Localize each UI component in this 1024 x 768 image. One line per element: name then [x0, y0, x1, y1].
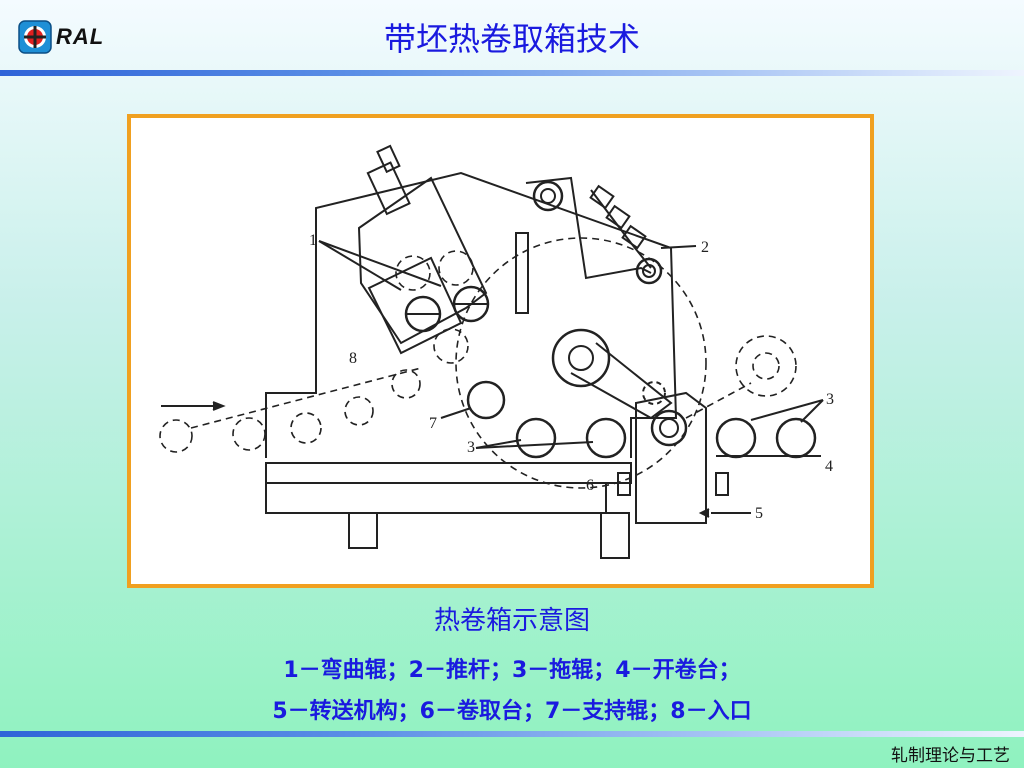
- coilbox-drawing: 1 2 3 3 4 5 6 7 8: [159, 144, 834, 559]
- strip-path-out: [685, 382, 752, 419]
- footer-divider: [0, 731, 1024, 737]
- transfer-housing: [635, 391, 707, 524]
- ghost-bar-2: [232, 417, 266, 451]
- inner-frame: [367, 256, 463, 355]
- uncoil-table-block-r: [715, 472, 729, 496]
- pusher-rod: [515, 232, 529, 314]
- base-foot-right: [600, 512, 630, 559]
- ghost-roll-3: [433, 328, 469, 364]
- label-3a: 3: [467, 439, 475, 456]
- ral-logo-icon: [18, 20, 52, 54]
- pusher-block-1: [589, 184, 615, 210]
- bending-roll-a: [404, 295, 442, 333]
- label-4: 4: [825, 458, 833, 475]
- base-lower: [265, 483, 607, 514]
- push-roll: [635, 257, 663, 285]
- page-title: 带坯热卷取箱技术: [383, 20, 640, 58]
- logo-text: RAL: [56, 24, 105, 49]
- legend-line-1: 1－弯曲辊；2－推杆；3－拖辊；4－开卷台；: [283, 658, 741, 683]
- ghost-roll-2: [438, 250, 474, 286]
- label-8: 8: [349, 350, 357, 367]
- ghost-roll-1: [395, 255, 431, 291]
- strip-path: [190, 367, 422, 429]
- logo: RAL: [18, 20, 104, 54]
- uncoil-ghost-inner: [752, 352, 780, 380]
- support-roll-7: [466, 380, 506, 420]
- cylinder-body: [366, 161, 411, 216]
- table-roll-1: [715, 417, 757, 459]
- legend-line-2: 5－转送机构；6－卷取台；7－支持辊；8－入口: [272, 699, 752, 724]
- arm-joint: [642, 381, 666, 405]
- bending-roll-b: [452, 285, 490, 323]
- pusher-linkage: [590, 189, 652, 269]
- pusher-frame: [525, 176, 652, 280]
- label-6: 6: [586, 477, 594, 494]
- uncoil-table-block: [617, 472, 631, 496]
- label-2: 2: [701, 239, 709, 256]
- transfer-arm: [570, 342, 673, 420]
- uncoil-ghost-outer: [735, 335, 797, 397]
- coilbox-diagram: 1 2 3 3 4 5 6 7 8: [127, 114, 874, 588]
- cylinder-rod: [376, 144, 401, 174]
- header-divider: [0, 70, 1024, 76]
- base-foot-left: [348, 512, 378, 549]
- housing-outline: [265, 171, 678, 458]
- ghost-bar-5: [391, 369, 421, 399]
- ghost-bar-3: [290, 412, 322, 444]
- label-3b: 3: [826, 391, 834, 408]
- pusher-block-3: [621, 224, 647, 250]
- base-frame: [265, 462, 632, 484]
- label-1: 1: [309, 232, 317, 249]
- ghost-bar-4: [344, 396, 374, 426]
- label-7: 7: [429, 415, 437, 432]
- table-roll-2: [775, 417, 817, 459]
- top-roll: [532, 180, 564, 212]
- coil-outline: [455, 237, 707, 489]
- cradle-hub: [551, 328, 611, 388]
- cradle-roll-3b: [585, 417, 627, 459]
- transfer-roll: [650, 409, 688, 447]
- ghost-bar-1: [159, 419, 193, 453]
- pusher-block-2: [605, 204, 631, 230]
- cradle-roll-3a: [515, 417, 557, 459]
- label-5: 5: [755, 505, 763, 522]
- figure-caption: 热卷箱示意图: [433, 606, 590, 636]
- bending-housing: [357, 176, 488, 345]
- footer-course-title: 轧制理论与工艺: [891, 746, 1010, 766]
